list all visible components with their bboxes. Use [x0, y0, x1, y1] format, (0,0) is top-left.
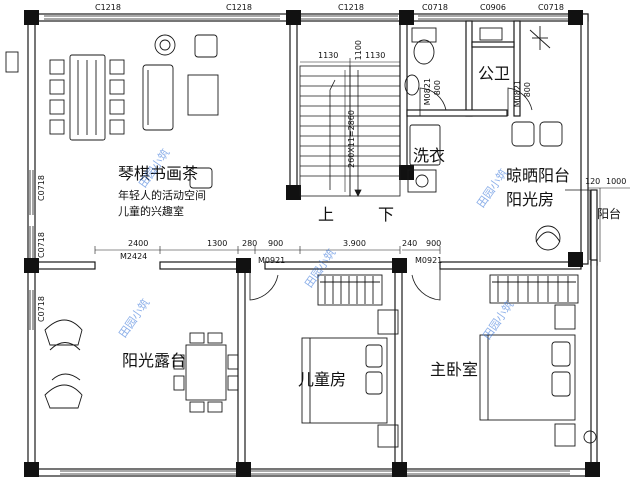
room-label-sun-room-2: 阳光房 — [506, 190, 555, 209]
room-label-toilet: 公卫 — [478, 64, 511, 83]
door-code-m0821-b: M0821 — [513, 80, 522, 108]
side-marker — [5, 51, 19, 73]
stair-label-up: 上 — [318, 205, 335, 224]
dim-stair-1130-left: 1130 — [318, 51, 339, 60]
window-code-4: C0718 — [422, 3, 448, 12]
dim-900-b: 900 — [426, 239, 442, 248]
dimension-lines — [94, 58, 630, 262]
staircase — [299, 65, 401, 197]
door-code-m0821-a: M0821 — [423, 78, 432, 106]
dim-door-800-a: 800 — [433, 80, 442, 96]
stair-label-down: 下 — [378, 205, 395, 224]
window-code-6: C0718 — [538, 3, 564, 12]
window-code-1: C1218 — [95, 3, 121, 12]
door-code-m0921-left: M0921 — [258, 256, 286, 265]
window-code-3: C1218 — [338, 3, 364, 12]
dim-280: 280 — [242, 239, 258, 248]
window-lines — [29, 15, 574, 475]
outer-walls — [27, 13, 598, 477]
dim-stair-run: 260X11=2860 — [347, 110, 356, 168]
furniture-kids-room — [301, 274, 399, 448]
room-label-leisure: 琴棋书画茶 — [118, 164, 199, 183]
furniture-leisure — [49, 34, 219, 189]
furniture-bathroom — [404, 26, 563, 251]
window-code-left-2: C0718 — [37, 232, 46, 258]
room-label-kids-room: 儿童房 — [298, 370, 347, 389]
furniture-terrace — [44, 319, 239, 413]
window-code-5: C0906 — [480, 3, 506, 12]
dim-2400: 2400 — [128, 239, 149, 248]
room-label-terrace: 阳光露台 — [122, 351, 187, 370]
room-note-leisure-2: 儿童的兴趣室 — [118, 205, 184, 218]
dim-240: 240 — [402, 239, 418, 248]
dim-120: 120 — [585, 177, 601, 186]
dim-stair-1130-right: 1130 — [365, 51, 386, 60]
dim-3900: 3.900 — [343, 239, 366, 248]
room-label-master-bedroom: 主卧室 — [430, 360, 479, 379]
dim-1300: 1300 — [207, 239, 228, 248]
room-label-laundry: 洗衣 — [413, 146, 446, 165]
room-label-sun-room-1: 晾晒阳台 — [506, 166, 571, 185]
furniture-master-bedroom — [479, 274, 597, 447]
dim-900-a: 900 — [268, 239, 284, 248]
dim-1000: 1000 — [606, 177, 627, 186]
door-code-m2424: M2424 — [120, 252, 148, 261]
room-label-balcony: 阳台 — [597, 207, 622, 221]
window-code-2: C1218 — [226, 3, 252, 12]
room-note-leisure-1: 年轻人的活动空间 — [118, 189, 206, 202]
window-code-left-3: C0718 — [37, 296, 46, 322]
door-code-m0921-right: M0921 — [415, 256, 443, 265]
dim-stair-1100: 1100 — [354, 40, 363, 61]
doors — [249, 87, 591, 301]
interior-walls — [34, 20, 582, 473]
dim-door-800-b: 800 — [523, 82, 532, 98]
columns — [24, 10, 600, 477]
window-code-left-1: C0718 — [37, 175, 46, 201]
